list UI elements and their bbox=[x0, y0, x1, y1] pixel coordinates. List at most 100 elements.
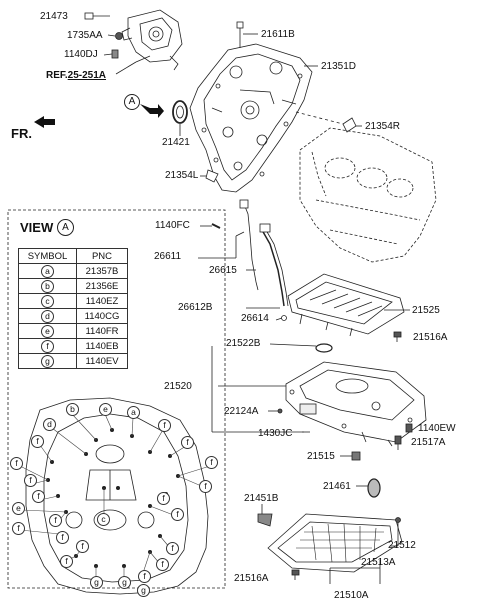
label-1140EW: 1140EW bbox=[418, 423, 456, 434]
pnc-cell: 1140CG bbox=[76, 308, 128, 324]
bolt-1140DJ bbox=[103, 49, 119, 59]
callout-symbol: f bbox=[49, 514, 62, 527]
table-row: g 1140EV bbox=[17, 353, 128, 369]
callout-symbol: f bbox=[158, 419, 171, 432]
callout-symbol: f bbox=[10, 457, 23, 470]
front-direction-arrow bbox=[34, 116, 55, 128]
view-title-marker: A bbox=[57, 219, 74, 236]
symbol-badge: g bbox=[41, 354, 54, 368]
callout-symbol: c bbox=[97, 513, 110, 526]
symbol-badge: e bbox=[41, 324, 54, 338]
callout-symbol: f bbox=[157, 492, 170, 505]
callout-symbol: e bbox=[12, 502, 25, 515]
callout-symbol: f bbox=[60, 555, 73, 568]
label-21611B: 21611B bbox=[261, 29, 295, 40]
label-21525: 21525 bbox=[412, 305, 440, 316]
pnc-cell: 1140EB bbox=[76, 338, 128, 354]
label-1430JC: 1430JC bbox=[258, 428, 293, 439]
pnc-cell: 1140EV bbox=[76, 353, 128, 369]
callout-symbol: f bbox=[171, 508, 184, 521]
label-21421: 21421 bbox=[162, 137, 190, 148]
symbol-badge: b bbox=[41, 279, 54, 293]
pnc-cell: 21357B bbox=[76, 263, 128, 279]
label-21516A-bottom: 21516A bbox=[234, 573, 269, 584]
callout-symbol: g bbox=[90, 576, 103, 589]
bolt-21516A-top bbox=[393, 331, 402, 342]
symbol-badge: f bbox=[41, 339, 54, 353]
callout-symbol: e bbox=[99, 403, 112, 416]
view-a-front-cover-outline bbox=[25, 397, 209, 595]
label-1140FC: 1140FC bbox=[155, 220, 190, 231]
bolt-21516A-bottom bbox=[291, 569, 300, 580]
bolt-21473 bbox=[84, 12, 110, 20]
callout-symbol: f bbox=[32, 490, 45, 503]
ref-prefix: REF. bbox=[46, 70, 68, 81]
label-21520: 21520 bbox=[164, 381, 192, 392]
timing-chain-cover bbox=[189, 43, 313, 193]
callout-symbol: g bbox=[137, 584, 150, 597]
table-row: f 1140EB bbox=[17, 338, 128, 354]
pnc-cell: 1140FR bbox=[76, 323, 128, 339]
dipstick-guide-tube bbox=[259, 223, 289, 307]
symbol-badge: c bbox=[41, 294, 54, 308]
symbol-badge: a bbox=[41, 264, 54, 278]
pnc-cell: 21356E bbox=[76, 278, 128, 294]
water-pump-assembly bbox=[121, 9, 183, 71]
ref-label: REF.25-251A bbox=[46, 70, 106, 81]
lower-oil-pan bbox=[267, 513, 403, 573]
callout-symbol: d bbox=[43, 418, 56, 431]
label-26611: 26611 bbox=[154, 251, 182, 262]
label-26614: 26614 bbox=[241, 313, 269, 324]
label-22124A: 22124A bbox=[224, 406, 259, 417]
view-title: VIEW bbox=[20, 220, 54, 235]
label-1140DJ: 1140DJ bbox=[64, 49, 98, 60]
callout-symbol: f bbox=[205, 456, 218, 469]
callout-symbol: f bbox=[24, 474, 37, 487]
label-21351D: 21351D bbox=[321, 61, 357, 72]
header-pnc: PNC bbox=[76, 248, 128, 264]
table-header-row: SYMBOL PNC bbox=[17, 248, 128, 264]
callout-symbol: f bbox=[166, 542, 179, 555]
label-1735AA: 1735AA bbox=[67, 30, 103, 41]
screen-21451B bbox=[257, 513, 273, 527]
callout-symbol: f bbox=[12, 522, 25, 535]
oil-seal-21421 bbox=[172, 100, 188, 124]
label-21354L: 21354L bbox=[165, 170, 199, 181]
callout-symbol: f bbox=[181, 436, 194, 449]
label-21513A: 21513A bbox=[361, 557, 396, 568]
label-21451B: 21451B bbox=[244, 493, 279, 504]
pnc-cell: 1140EZ bbox=[76, 293, 128, 309]
table-row: b 21356E bbox=[17, 278, 128, 294]
table-row: d 1140CG bbox=[17, 308, 128, 324]
table-row: c 1140EZ bbox=[17, 293, 128, 309]
callout-symbol: b bbox=[66, 403, 79, 416]
label-21517A: 21517A bbox=[411, 437, 446, 448]
callout-symbol: f bbox=[76, 540, 89, 553]
table-row: e 1140FR bbox=[17, 323, 128, 339]
cylinder-block-outline bbox=[299, 127, 437, 263]
label-21516A-top: 21516A bbox=[413, 332, 448, 343]
oil-baffle-21525 bbox=[287, 273, 405, 337]
drain-plug-21515 bbox=[351, 451, 361, 461]
symbol-badge: d bbox=[41, 309, 54, 323]
header-symbol: SYMBOL bbox=[17, 248, 78, 264]
ref-code: 25-251A bbox=[67, 70, 107, 81]
callout-symbol: a bbox=[127, 406, 140, 419]
callout-symbol: g bbox=[118, 576, 131, 589]
table-row: a 21357B bbox=[17, 263, 128, 279]
view-a-arrow bbox=[140, 104, 164, 118]
label-26612B: 26612B bbox=[178, 302, 213, 313]
callout-symbol: f bbox=[199, 480, 212, 493]
bolt-21517A bbox=[394, 435, 402, 450]
callout-symbol: f bbox=[31, 435, 44, 448]
label-26615: 26615 bbox=[209, 265, 237, 276]
callout-symbol: f bbox=[156, 558, 169, 571]
bolt-1735AA bbox=[107, 32, 123, 40]
label-21522B: 21522B bbox=[226, 338, 261, 349]
filter-21461 bbox=[367, 478, 381, 498]
front-label: FR. bbox=[11, 126, 32, 141]
label-21461: 21461 bbox=[323, 481, 351, 492]
bolt-1140EW bbox=[405, 423, 413, 433]
